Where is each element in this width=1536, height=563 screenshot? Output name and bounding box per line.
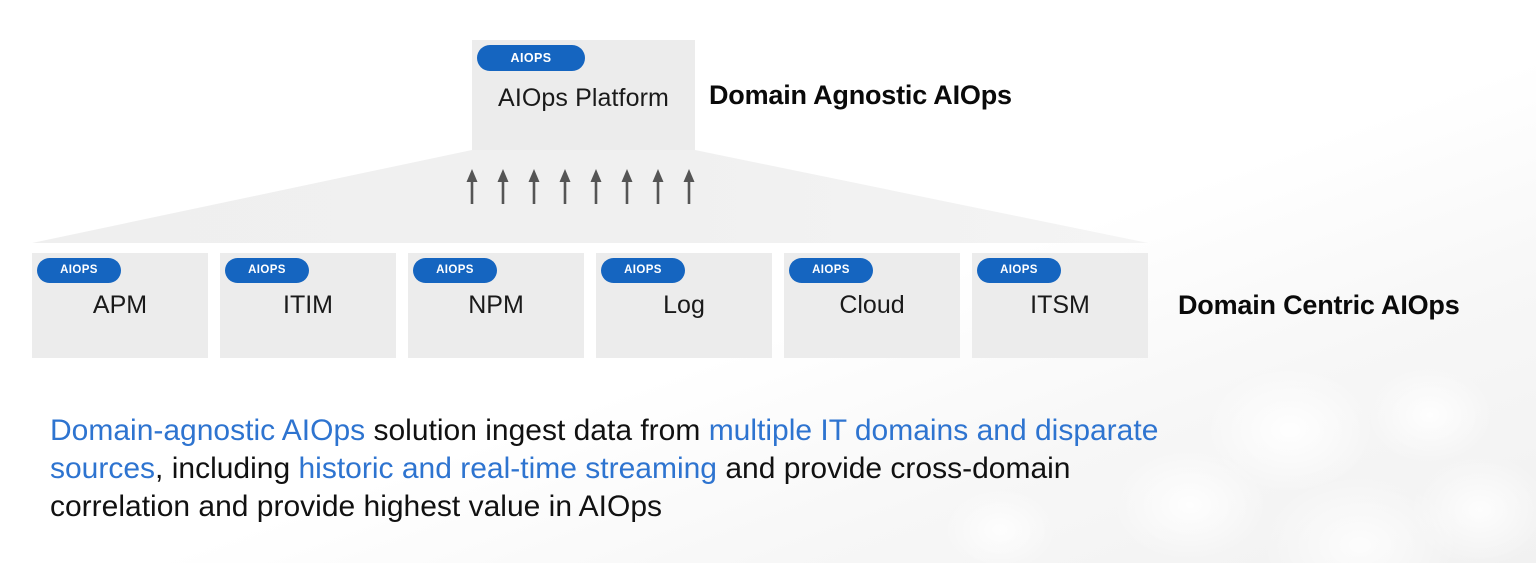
description-paragraph: Domain-agnostic AIOps solution ingest da… xyxy=(50,412,1160,526)
domain-box-label: Log xyxy=(663,291,705,319)
domain-box-label: ITIM xyxy=(283,291,333,319)
domain-box-label: Cloud xyxy=(839,291,905,319)
domain-box-label: APM xyxy=(92,291,148,319)
aiops-platform-label: AIOps Platform xyxy=(498,84,669,112)
aiops-badge-pill: AIOPS xyxy=(601,258,685,283)
paragraph-segment-4: historic and real-time streaming xyxy=(298,452,717,485)
upward-arrows xyxy=(466,169,695,204)
domain-box-apm[interactable]: AIOPS APM xyxy=(32,253,208,358)
paragraph-segment-0: Domain-agnostic AIOps xyxy=(50,414,366,447)
domain-box-label: ITSM xyxy=(1030,291,1090,319)
paragraph-segment-3: , including xyxy=(155,452,299,485)
aiops-badge-pill: AIOPS xyxy=(477,45,585,71)
paragraph-segment-5: and provide cross-domain correlation and… xyxy=(50,452,1071,523)
paragraph-segment-2: multiple IT domains and disparate source… xyxy=(50,414,1159,485)
heading-domain-agnostic: Domain Agnostic AIOps xyxy=(709,80,1012,110)
aiops-badge-pill: AIOPS xyxy=(225,258,309,283)
aiops-badge-pill: AIOPS xyxy=(37,258,121,283)
domain-box-itim[interactable]: AIOPS ITIM xyxy=(220,253,396,358)
aiops-badge-pill: AIOPS xyxy=(977,258,1061,283)
paragraph-segment-1: solution ingest data from xyxy=(365,414,709,447)
aiops-platform-box[interactable]: AIOPS AIOps Platform xyxy=(472,40,695,150)
domain-box-label: NPM xyxy=(468,291,524,319)
domain-box-npm[interactable]: AIOPS NPM xyxy=(408,253,584,358)
domain-box-cloud[interactable]: AIOPS Cloud xyxy=(784,253,960,358)
heading-domain-centric: Domain Centric AIOps xyxy=(1178,290,1460,320)
aiops-badge-pill: AIOPS xyxy=(413,258,497,283)
aiops-badge-pill: AIOPS xyxy=(789,258,873,283)
domain-box-log[interactable]: AIOPS Log xyxy=(596,253,772,358)
domain-box-itsm[interactable]: AIOPS ITSM xyxy=(972,253,1148,358)
